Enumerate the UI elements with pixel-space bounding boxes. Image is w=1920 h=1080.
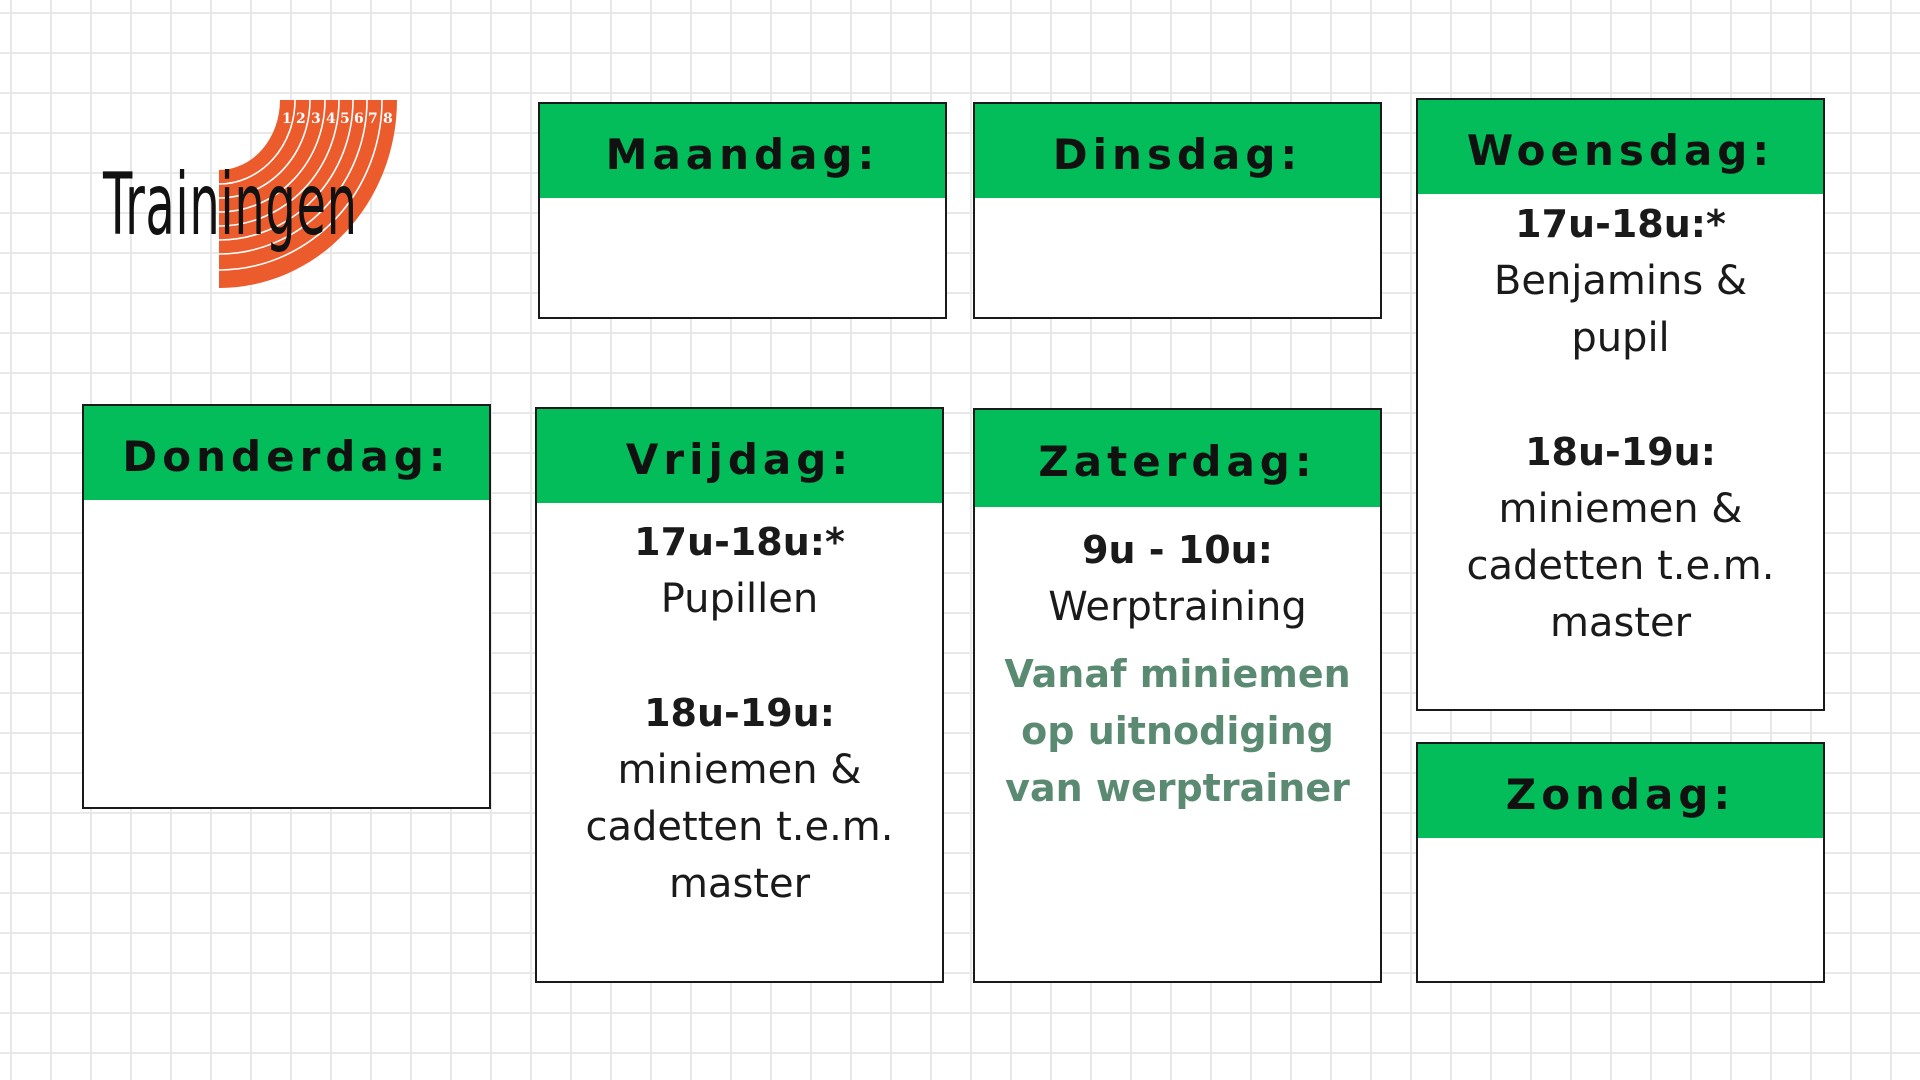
day-header-zaterdag: Zaterdag: — [975, 410, 1380, 507]
lane-number: 4 — [326, 111, 336, 127]
slot-group: Benjamins & — [1493, 258, 1748, 304]
spacer — [1418, 367, 1823, 424]
slot-group: cadetten t.e.m. — [1466, 543, 1775, 589]
day-card-zaterdag: Zaterdag: 9u - 10u: Werptraining Vanaf m… — [973, 408, 1382, 983]
slot-time: 18u-19u: — [644, 691, 835, 735]
lane-number: 5 — [340, 111, 350, 127]
day-header-dinsdag: Dinsdag: — [975, 104, 1380, 198]
day-header-zondag: Zondag: — [1418, 744, 1823, 838]
note-text: op uitnodiging — [1021, 709, 1334, 753]
lane-number: 1 — [282, 111, 292, 127]
running-track-icon: 1 2 3 4 5 6 7 8 — [218, 100, 397, 288]
slot-group: miniemen & — [1498, 486, 1743, 532]
slot-group: Werptraining — [1048, 584, 1307, 630]
slot-group: cadetten t.e.m. — [585, 804, 894, 850]
lane-number: 2 — [296, 111, 306, 127]
day-card-woensdag: Woensdag: 17u-18u:* Benjamins & pupil 18… — [1416, 98, 1825, 711]
lane-number: 6 — [354, 111, 364, 127]
slot-time: 17u-18u:* — [1515, 202, 1726, 246]
lane-number: 8 — [383, 111, 393, 127]
slot-group: master — [668, 861, 811, 907]
day-card-vrijdag: Vrijdag: 17u-18u:* Pupillen 18u-19u: min… — [535, 407, 944, 983]
day-header-maandag: Maandag: — [540, 104, 945, 198]
day-body-woensdag: 17u-18u:* Benjamins & pupil 18u-19u: min… — [1418, 194, 1823, 652]
note-text: Vanaf miniemen — [1004, 652, 1351, 696]
day-header-woensdag: Woensdag: — [1418, 100, 1823, 194]
slot-group: pupil — [1571, 315, 1670, 361]
day-body-zaterdag: 9u - 10u: Werptraining Vanaf miniemen op… — [975, 507, 1380, 817]
spacer — [975, 636, 1380, 646]
note-text: van werptrainer — [1005, 766, 1350, 810]
slot-time: 17u-18u:* — [634, 520, 845, 564]
slot-time: 18u-19u: — [1525, 430, 1716, 474]
spacer — [537, 628, 942, 685]
lane-number: 3 — [311, 111, 321, 127]
slot-time: 9u - 10u: — [1082, 528, 1273, 572]
day-card-dinsdag: Dinsdag: — [973, 102, 1382, 319]
slot-group: Pupillen — [660, 576, 819, 622]
logo: 1 2 3 4 5 6 7 8 Trainingen — [95, 100, 485, 340]
day-card-maandag: Maandag: — [538, 102, 947, 319]
day-body-vrijdag: 17u-18u:* Pupillen 18u-19u: miniemen & c… — [537, 503, 942, 913]
day-header-vrijdag: Vrijdag: — [537, 409, 942, 503]
slot-group: miniemen & — [617, 747, 862, 793]
day-header-donderdag: Donderdag: — [84, 406, 489, 500]
page-title: Trainingen — [103, 155, 358, 255]
slot-group: master — [1549, 600, 1692, 646]
lane-number: 7 — [368, 111, 378, 127]
day-card-zondag: Zondag: — [1416, 742, 1825, 983]
day-card-donderdag: Donderdag: — [82, 404, 491, 809]
